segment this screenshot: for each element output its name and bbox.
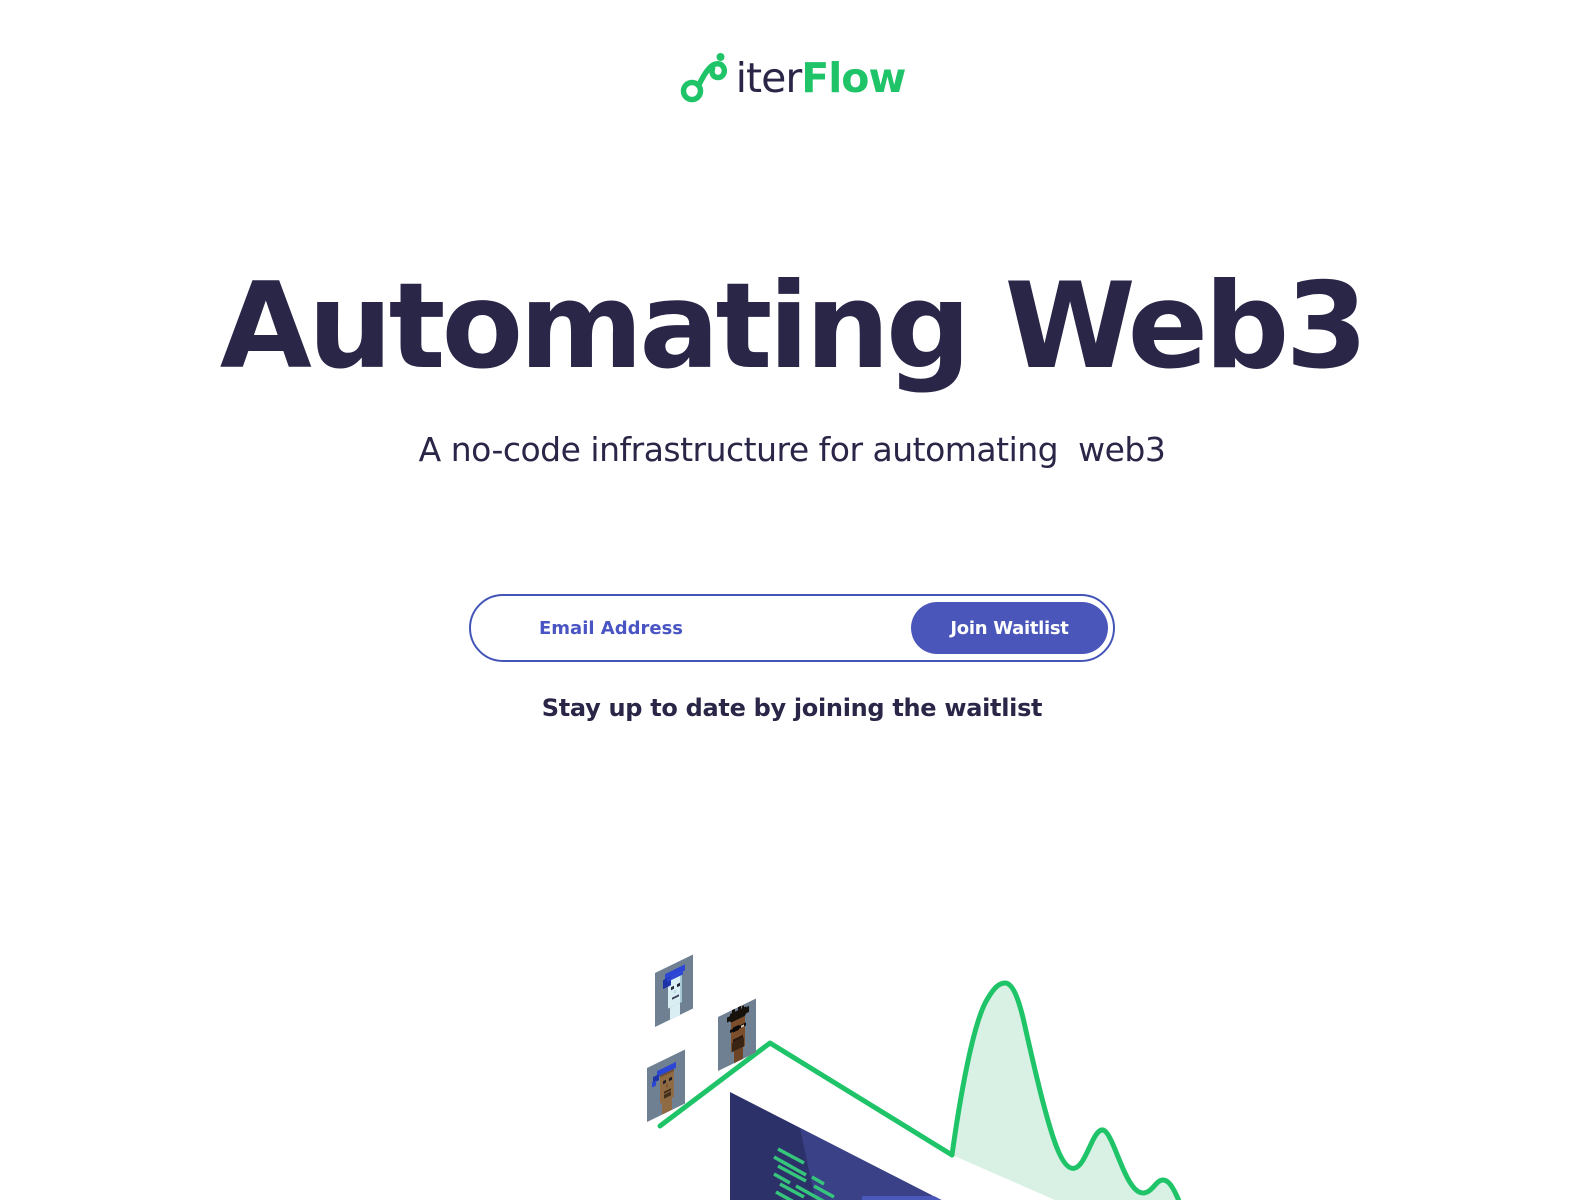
avatar-tile-punk-dark-wild-hair	[718, 998, 756, 1071]
green-zigzag-line	[657, 1040, 955, 1158]
terminal-laptop	[730, 1092, 942, 1200]
web3-illustration	[647, 954, 1182, 1200]
laptop-code-lines	[773, 1147, 835, 1200]
page-subtitle: A no-code infrastructure for automating …	[418, 430, 1166, 469]
waitlist-caption: Stay up to date by joining the waitlist	[541, 694, 1043, 722]
brand-name-prefix: iter	[735, 54, 803, 102]
brand-logo: iterFlow	[0, 50, 1584, 106]
join-waitlist-button[interactable]: Join Waitlist	[911, 602, 1108, 654]
waitlist-form: Join Waitlist	[469, 594, 1115, 662]
mint-area-fill	[952, 983, 1179, 1200]
brand-name: iterFlow	[735, 50, 907, 106]
avatar-tile-punk-brown-blue-bandana	[647, 1049, 685, 1122]
page-title: Automating Web3	[219, 258, 1368, 396]
punk-dark-wild-hair-pixel-art	[727, 1005, 749, 1064]
brand-name-suffix: Flow	[801, 54, 906, 102]
punk-pale-blue-cap-pixel-art	[663, 964, 685, 1020]
avatar-tile-punk-pale-blue-cap	[655, 954, 693, 1027]
mint-area-outline	[949, 980, 1182, 1200]
iterflow-loop-icon	[680, 53, 727, 103]
punk-brown-blue-bandana-pixel-art	[652, 1061, 676, 1115]
mint-area-chart	[949, 980, 1182, 1200]
